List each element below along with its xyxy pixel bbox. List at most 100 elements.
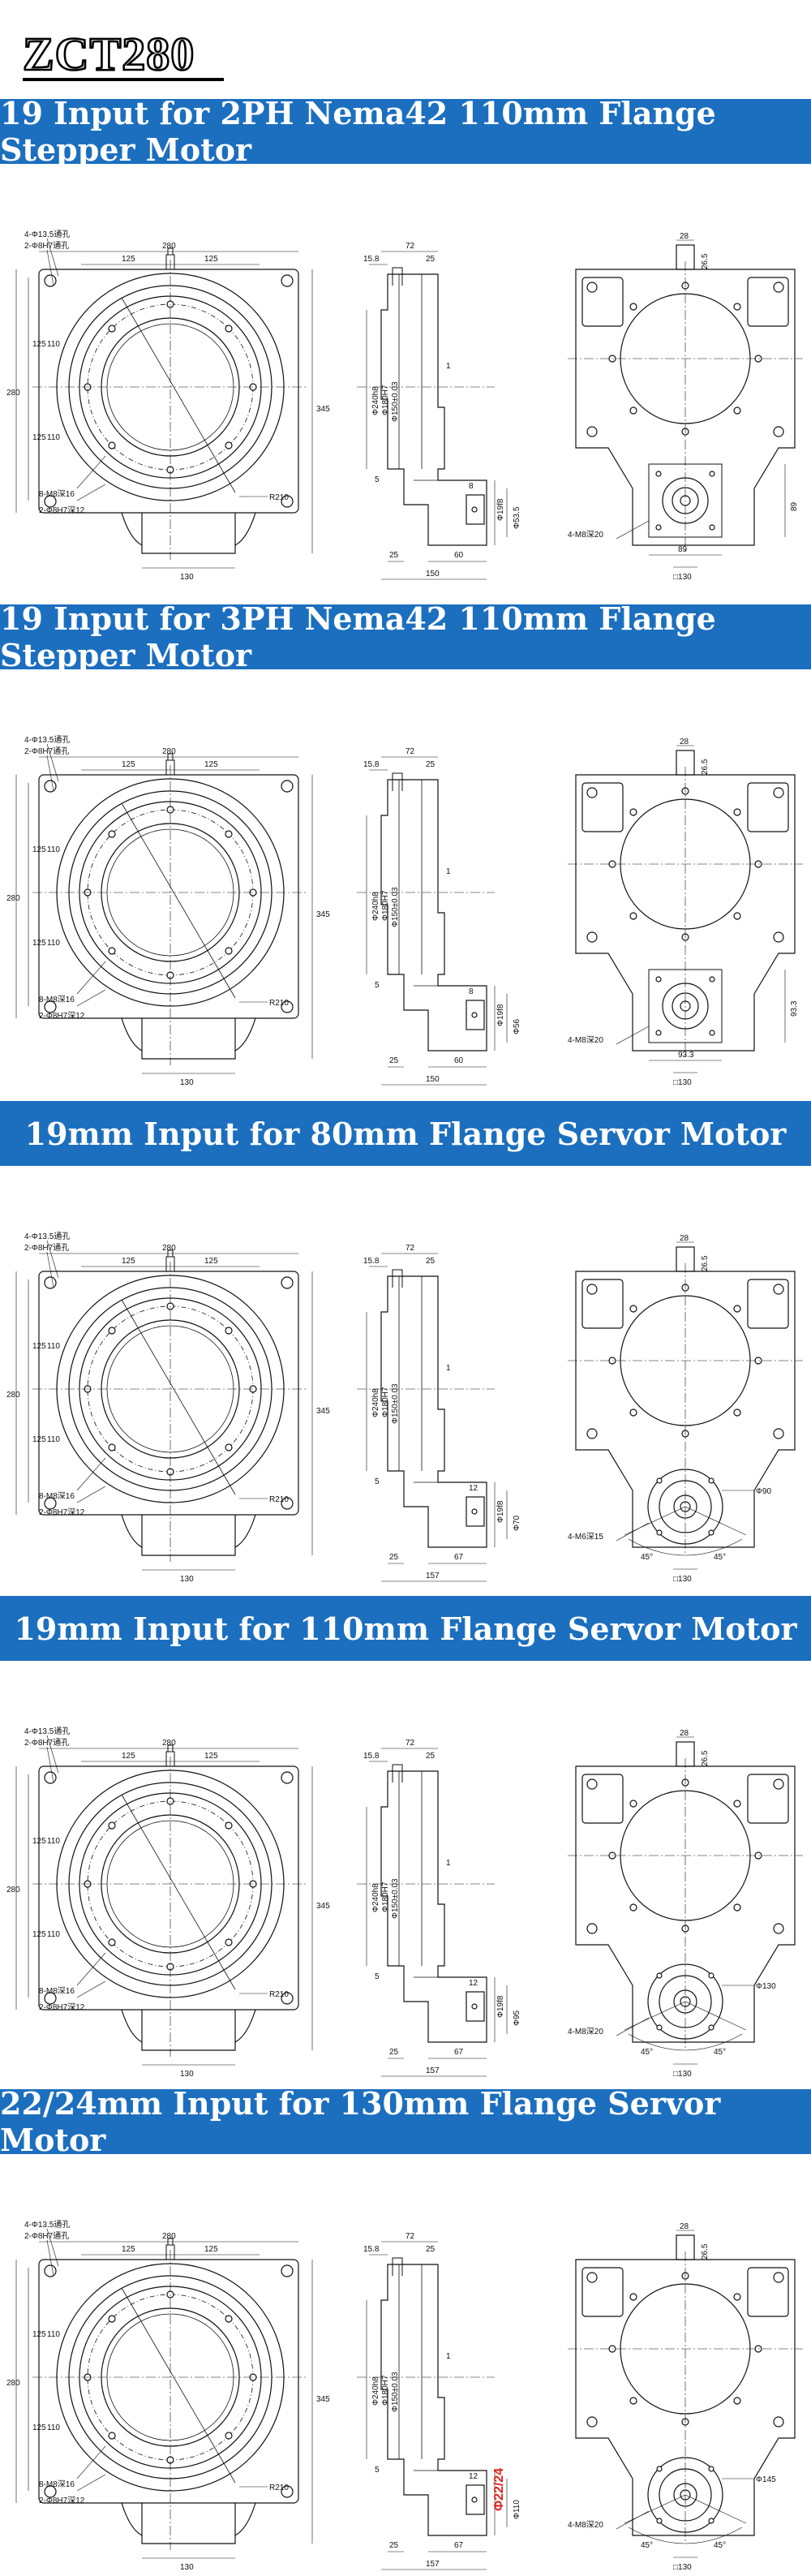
- side-indicator: [392, 1269, 403, 1288]
- dim-out-2: Φ19f8: [496, 498, 505, 521]
- side-indicator: [392, 772, 403, 791]
- set-screw: [471, 506, 478, 513]
- dim-side-right-top: 25: [426, 255, 436, 264]
- set-screw: [471, 2496, 478, 2503]
- dim-height: 280: [6, 389, 20, 398]
- dim-bottom-small: 5: [375, 1972, 380, 1981]
- dim-side-right-top: 25: [426, 1752, 436, 1761]
- dim-dia-3: Φ150±0.03: [391, 2372, 400, 2412]
- technical-drawing: 280 125 125 280 125 110 125 110 345 130 …: [6, 735, 803, 1087]
- bolt-holes: [84, 806, 257, 979]
- dim-dia-2: Φ180H7: [381, 1387, 390, 1417]
- dim-out-1: 8: [469, 987, 474, 996]
- note-threads: 8-M8深16: [39, 1491, 75, 1501]
- note-radius: R210: [269, 1495, 289, 1504]
- dim-half-a: 125: [122, 255, 135, 264]
- dim-out-2: Φ19f8: [496, 1995, 505, 2018]
- section-title: 22/24mm Input for 130mm Flange Servor Mo…: [0, 2085, 721, 2158]
- rear-indicator: [676, 1246, 695, 1272]
- rear-tab-right: [747, 782, 789, 832]
- dim-side-d: 110: [47, 1930, 60, 1939]
- dim-bottom-a: 25: [389, 2048, 399, 2057]
- dim-gap: 1: [446, 1364, 451, 1373]
- dim-pcd: Φ90: [756, 1487, 772, 1496]
- dim-side-a: 125: [32, 2330, 46, 2339]
- dim-side-left-top: 15.8: [363, 1257, 380, 1266]
- dim-rear-base: □130: [673, 573, 692, 582]
- dim-half-a: 125: [122, 1752, 135, 1761]
- side-indicator: [392, 267, 403, 286]
- dim-bottom-a: 25: [389, 1056, 399, 1065]
- dim-bottom: 130: [180, 573, 194, 582]
- dim-half-b: 125: [204, 1752, 218, 1761]
- dim-bottom-a: 25: [389, 551, 399, 560]
- dim-right: 345: [316, 2395, 330, 2404]
- dim-out-1: 12: [469, 1979, 478, 1988]
- dim-bottom-total: 150: [426, 570, 440, 578]
- diagonal-section-line: [121, 2287, 236, 2484]
- dim-angle-left: 45°: [641, 2048, 653, 2057]
- front-lower-boss: [141, 2503, 236, 2544]
- dim-top-width: 280: [162, 2232, 176, 2241]
- front-view: 280 125 125 280 125 110 125 110 345 130 …: [6, 230, 330, 582]
- input-shaft: [466, 2484, 485, 2515]
- technical-drawing: 280 125 125 280 125 110 125 110 345 130 …: [6, 1232, 803, 1584]
- dim-dia-3: Φ150±0.03: [391, 1878, 400, 1919]
- drawing-section-5: 280 125 125 280 125 110 125 110 345 130 …: [0, 2154, 811, 2576]
- dim-side-left-top: 15.8: [363, 760, 380, 769]
- dim-bottom-b: 60: [454, 551, 464, 560]
- dim-bottom-b: 67: [454, 2048, 464, 2057]
- dim-side-b: 110: [47, 340, 60, 349]
- corner-holes: [44, 274, 294, 508]
- dim-rear-small: 26.5: [701, 759, 710, 775]
- dim-out-3: Φ95: [513, 2010, 521, 2026]
- dim-angle-right: 45°: [714, 2541, 726, 2550]
- rear-housing: [575, 1765, 796, 2043]
- dim-side-right-top: 25: [426, 1257, 436, 1266]
- dim-side-c: 125: [32, 939, 46, 948]
- dim-bottom: 130: [180, 1575, 194, 1584]
- rear-view: 28 26.5 Φ90 45° 45° 4-M6深15 □130: [568, 1234, 803, 1584]
- note-holes-2: 2-Φ8H7通孔: [24, 746, 69, 756]
- section-title: 19 Input for 2PH Nema42 110mm Flange Ste…: [0, 95, 716, 168]
- side-view: 72 15.8 25 Φ240h8 Φ180H7 Φ150±0.03 1 12 …: [357, 1739, 521, 2077]
- rear-indicator: [676, 750, 695, 776]
- front-base-plate: [38, 1271, 299, 1516]
- dim-out-2: Φ19f8: [496, 1004, 505, 1026]
- dim-bottom-total: 150: [426, 1075, 440, 1084]
- dim-half-a: 125: [122, 1257, 135, 1266]
- dim-rear-small: 26.5: [701, 1750, 710, 1766]
- section-banner: 19mm Input for 110mm Flange Servor Motor: [0, 1596, 811, 1661]
- note-radius: R210: [269, 1990, 289, 1999]
- dim-side-c: 125: [32, 2423, 46, 2432]
- dim-rear-base: □130: [673, 1575, 692, 1584]
- rear-housing: [575, 774, 796, 1051]
- note-rear-holes: 4-M6深15: [568, 1532, 603, 1542]
- dim-bottom: 130: [180, 2070, 194, 2079]
- set-screw: [471, 1012, 478, 1018]
- dim-rear-top: 28: [680, 738, 689, 746]
- front-base-plate: [38, 2259, 299, 2504]
- dim-side-b: 110: [47, 1342, 60, 1351]
- rear-tab-right: [747, 2267, 789, 2317]
- rear-indicator: [676, 2234, 695, 2260]
- dim-pcd: Φ130: [756, 1982, 776, 1991]
- dim-angle-left: 45°: [641, 2541, 653, 2550]
- note-holes-1: 4-Φ13.5通孔: [24, 230, 70, 239]
- dim-dia-2: Φ180H7: [381, 890, 390, 921]
- dim-side-top: 72: [406, 242, 415, 251]
- front-view: 280 125 125 280 125 110 125 110 345 130 …: [6, 735, 330, 1087]
- dim-angle-left: 45°: [641, 1553, 653, 1562]
- note-radius: R210: [269, 2484, 289, 2492]
- dim-motor-w: 89: [678, 545, 688, 554]
- input-shaft: [466, 494, 485, 525]
- note-holes-1: 4-Φ13.5通孔: [24, 735, 70, 745]
- corner-holes: [44, 2264, 294, 2498]
- dim-side-top: 72: [406, 1244, 415, 1253]
- side-profile: [380, 273, 487, 546]
- servo-motor-flange: [624, 2457, 754, 2544]
- dim-top-width: 280: [162, 1244, 176, 1253]
- dim-half-b: 125: [204, 1257, 218, 1266]
- side-view: 72 15.8 25 Φ240h8 Φ180H7 Φ150±0.03 1 8 Φ…: [357, 747, 521, 1086]
- rear-housing: [575, 2259, 796, 2536]
